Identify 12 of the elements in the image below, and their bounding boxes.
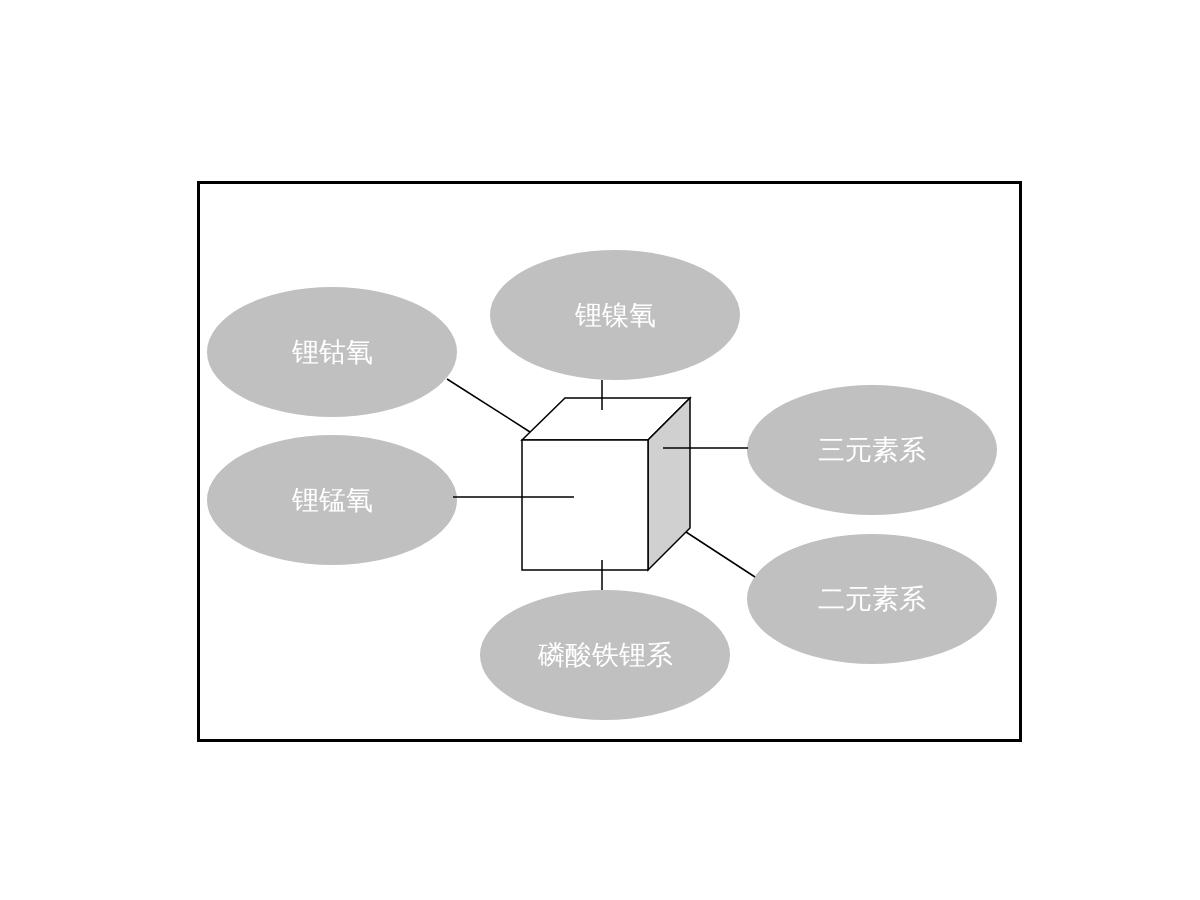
connector-line — [662, 447, 749, 449]
ellipse-node: 锂镍氧 — [490, 250, 740, 380]
connector-line — [452, 496, 575, 498]
ellipse-node: 三元素系 — [747, 385, 997, 515]
ellipse-node: 磷酸铁锂系 — [480, 590, 730, 720]
ellipse-node: 锂锰氧 — [207, 435, 457, 565]
ellipse-node: 锂钴氧 — [207, 287, 457, 417]
connector-line — [685, 531, 756, 578]
connector-line — [601, 559, 603, 591]
connector-line — [601, 379, 603, 411]
cube-drawing — [522, 398, 690, 570]
ellipse-node: 二元素系 — [747, 534, 997, 664]
